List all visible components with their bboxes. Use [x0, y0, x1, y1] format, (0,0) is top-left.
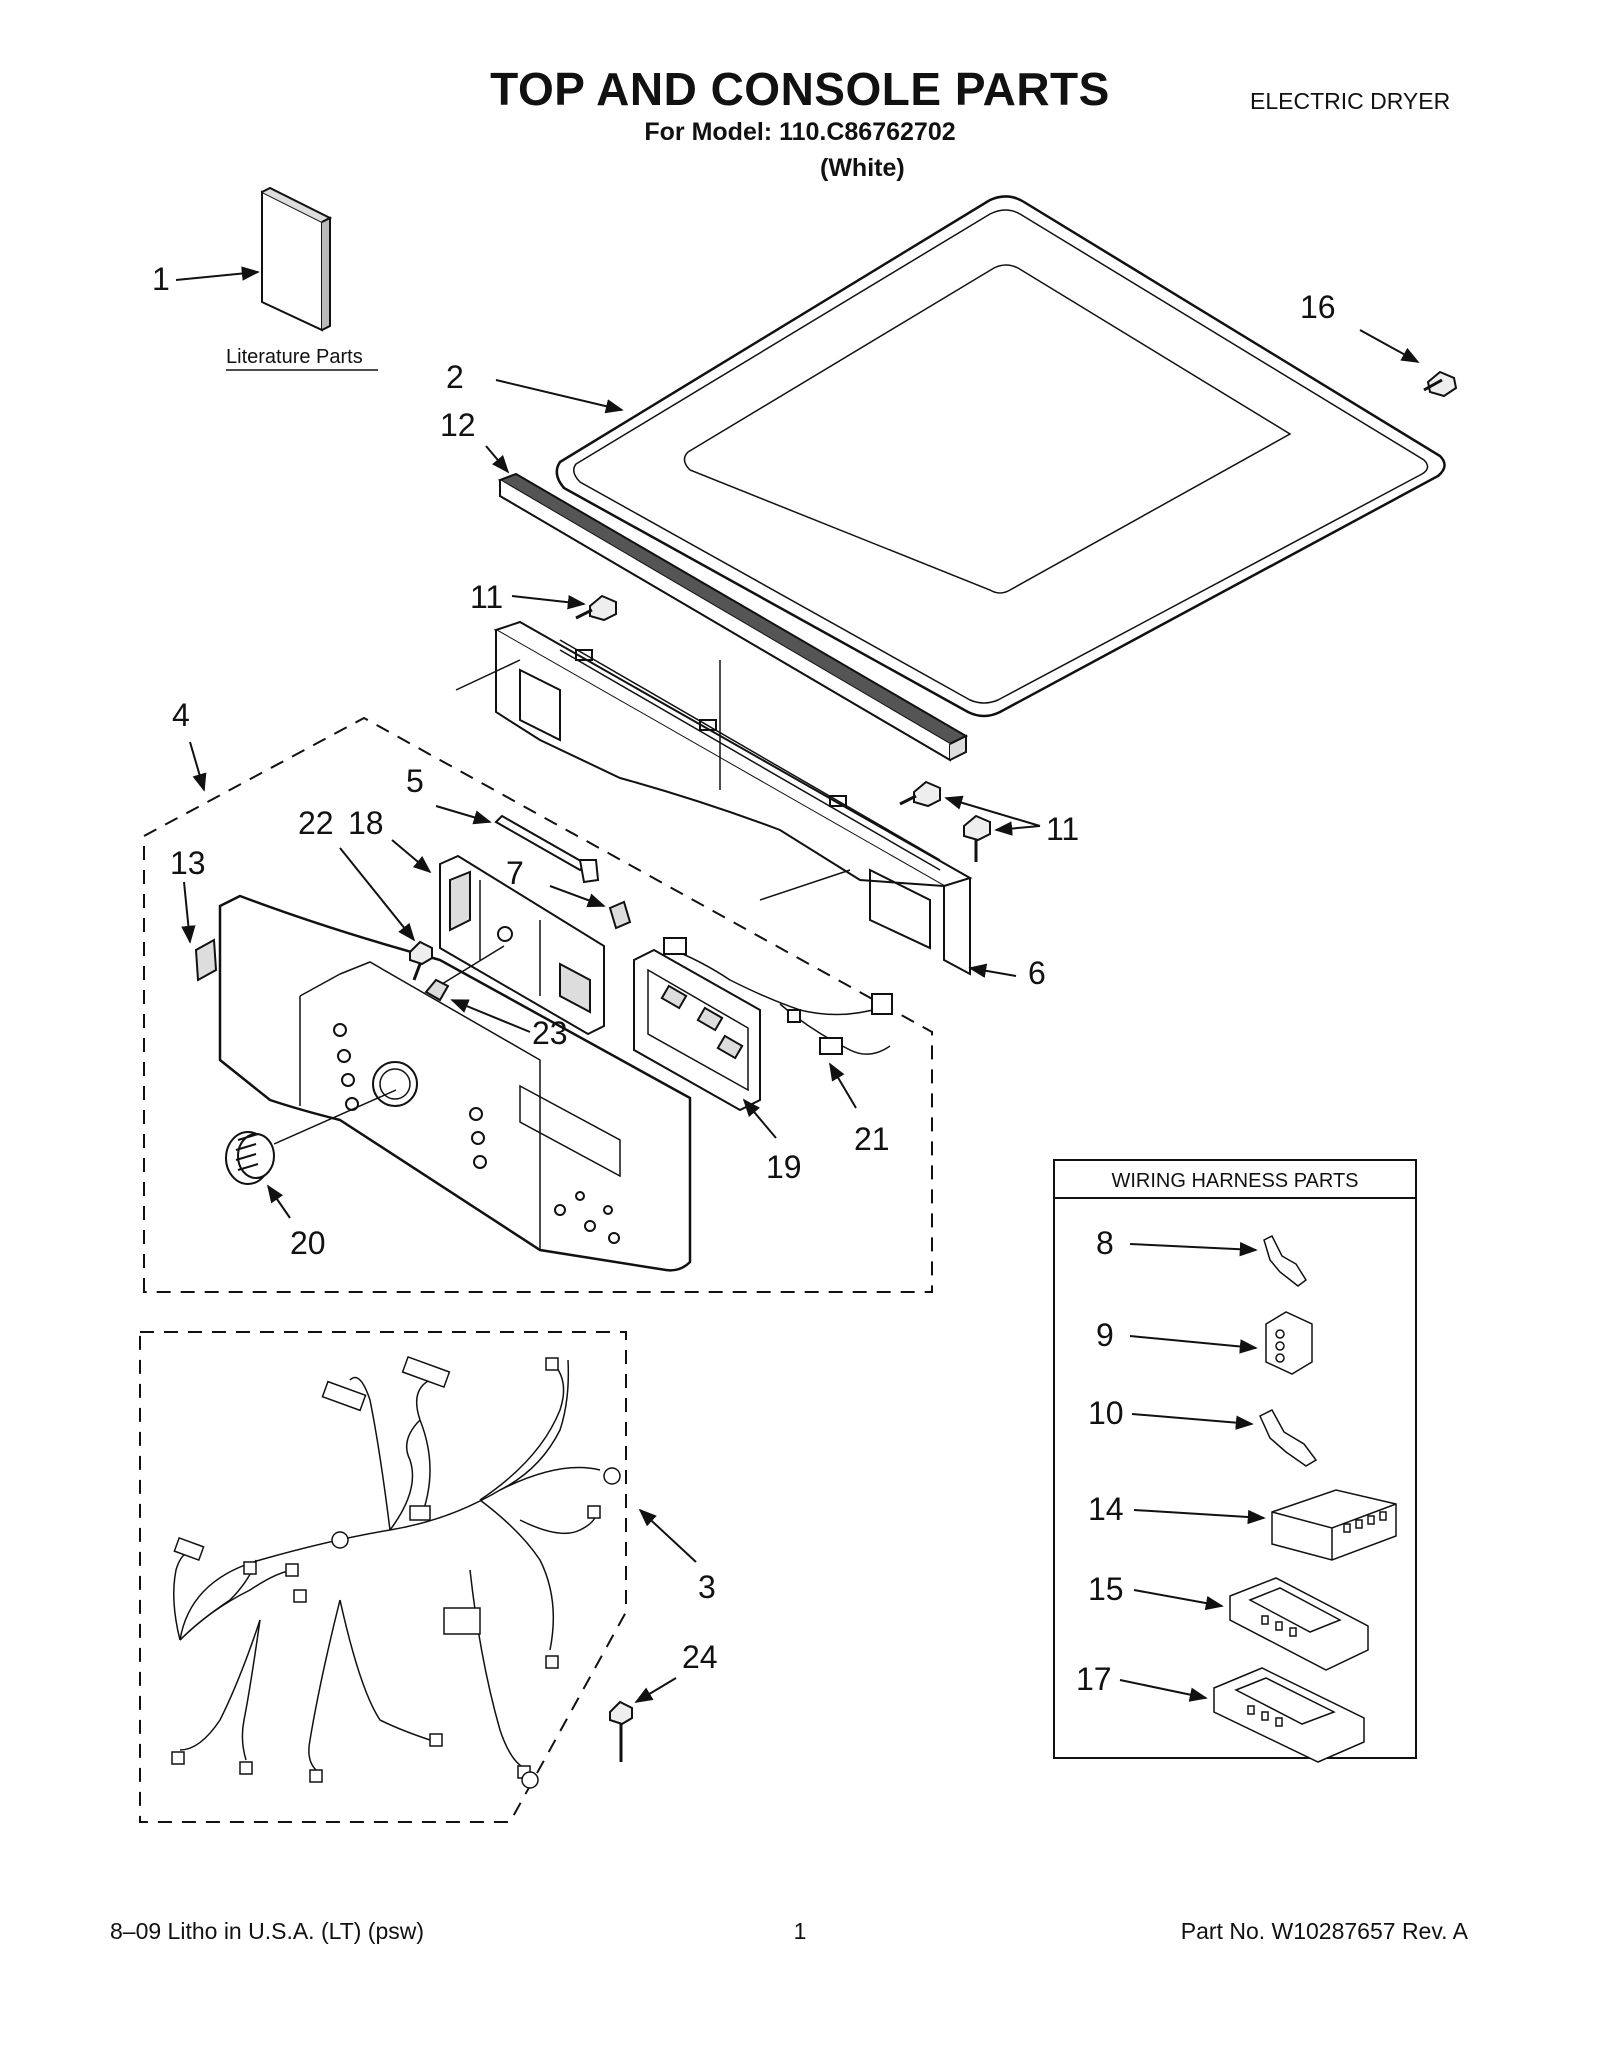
callout-24: 24 — [682, 1639, 718, 1675]
terminal-10 — [1259, 1409, 1318, 1467]
leader-line — [266, 1184, 291, 1219]
callout-23: 23 — [532, 1015, 568, 1051]
leader-line — [994, 821, 1041, 836]
callout-14: 14 — [1088, 1491, 1124, 1527]
model-line: For Model: 110.C86762702 — [644, 118, 956, 146]
leader-line — [549, 885, 606, 908]
leader-line — [634, 1677, 677, 1703]
terminal-8 — [1263, 1234, 1308, 1287]
leader-line — [1119, 1679, 1208, 1702]
console-bracket — [493, 620, 973, 976]
color-line: (White) — [820, 154, 905, 182]
leader-line — [1359, 329, 1420, 363]
callout-12: 12 — [440, 407, 476, 443]
main-wiring-harness — [171, 1355, 621, 1789]
cable-tie — [494, 814, 600, 884]
connector-17 — [1213, 1667, 1365, 1763]
callout-11b: 11 — [1046, 811, 1079, 847]
light-pipe — [424, 945, 505, 1002]
appliance-type: ELECTRIC DRYER — [1250, 88, 1451, 114]
ground-screw — [609, 1700, 633, 1762]
page-title: TOP AND CONSOLE PARTS — [490, 63, 1110, 115]
callout-5: 5 — [406, 763, 424, 799]
callout-16: 16 — [1300, 289, 1336, 325]
harness-boundary — [139, 1331, 627, 1823]
leader-line — [435, 805, 492, 825]
leader-line — [273, 1089, 397, 1145]
callout-2: 2 — [446, 359, 464, 395]
connector-7 — [608, 900, 632, 930]
callout-8: 8 — [1096, 1225, 1114, 1261]
leader-line — [450, 999, 531, 1033]
callout-10: 10 — [1088, 1395, 1124, 1431]
leader-line — [181, 881, 196, 944]
leader-line — [175, 266, 260, 281]
connector-15 — [1229, 1577, 1369, 1671]
callout-18: 18 — [348, 805, 384, 841]
connector-14 — [1271, 1489, 1397, 1561]
callout-21: 21 — [854, 1121, 890, 1157]
callout-17: 17 — [1076, 1661, 1112, 1697]
screw-22 — [409, 940, 433, 981]
screw-11-right — [899, 780, 991, 862]
top-panel — [555, 195, 1446, 718]
callout-9: 9 — [1096, 1317, 1114, 1353]
leader-line — [1131, 1413, 1254, 1430]
leader-line — [1133, 1589, 1224, 1611]
callout-11a: 11 — [470, 579, 503, 615]
page-number: 1 — [793, 1918, 807, 1944]
leader-line — [1133, 1509, 1266, 1525]
callout-6: 6 — [1028, 955, 1046, 991]
leader-line — [944, 795, 1041, 827]
leader-line — [339, 847, 416, 942]
leader-line — [829, 1062, 857, 1109]
leader-line — [511, 595, 586, 610]
callout-20: 20 — [290, 1225, 326, 1261]
leader-line — [455, 659, 521, 691]
leader-line — [1129, 1242, 1258, 1257]
console-harness — [663, 937, 893, 1055]
callout-15: 15 — [1088, 1571, 1124, 1607]
part-number: Part No. W10287657 Rev. A — [1180, 1918, 1468, 1944]
control-board — [633, 948, 761, 1112]
leader-line — [189, 741, 207, 792]
wiring-harness-box — [1053, 1159, 1417, 1759]
leader-line — [759, 869, 851, 901]
connector-9 — [1265, 1311, 1313, 1375]
leader-line — [1129, 1335, 1258, 1354]
leader-line — [495, 379, 624, 414]
knob — [225, 1131, 275, 1185]
console-panel — [194, 894, 692, 1272]
callout-1: 1 — [152, 261, 170, 297]
leader-line — [968, 963, 1017, 978]
literature-label: Literature Parts — [226, 346, 363, 368]
callout-3: 3 — [698, 1569, 716, 1605]
wiring-box-title: WIRING HARNESS PARTS — [1111, 1170, 1358, 1192]
callout-7: 7 — [506, 855, 524, 891]
callout-13: 13 — [170, 845, 206, 881]
screw-16 — [1423, 370, 1458, 398]
callout-4: 4 — [172, 697, 190, 733]
front-strip — [497, 472, 969, 762]
leader-line — [638, 1508, 697, 1563]
footer-litho: 8–09 Litho in U.S.A. (LT) (psw) — [110, 1918, 425, 1944]
ui-board — [439, 854, 605, 1036]
screw-11-top — [575, 594, 617, 622]
literature-booklet — [261, 186, 333, 332]
leader-line — [391, 839, 432, 874]
leader-line — [742, 1098, 777, 1139]
callout-22: 22 — [298, 805, 334, 841]
callout-19: 19 — [766, 1149, 802, 1185]
leader-line — [485, 445, 510, 474]
